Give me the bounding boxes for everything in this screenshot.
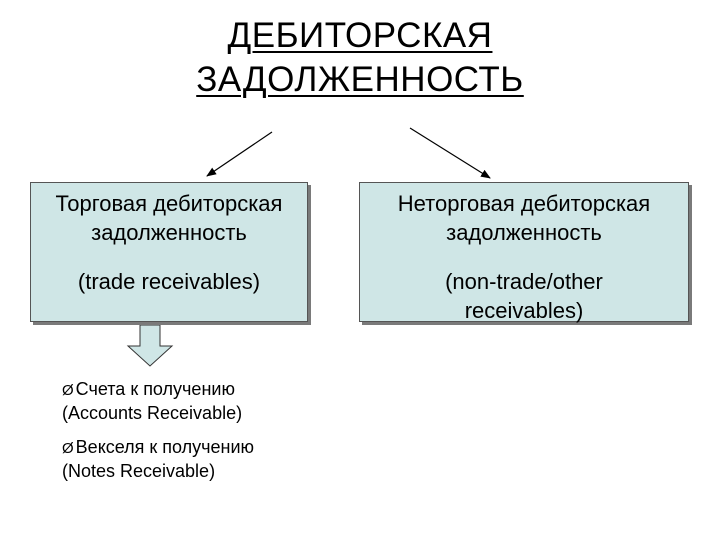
list-item-line-2: (Accounts Receivable): [62, 403, 243, 423]
arrow-to-left-box: [206, 131, 273, 177]
trade-receivables-box: Торговая дебиторская задолженность (trad…: [30, 182, 308, 322]
list-item-line-1: Векселя к получению: [75, 437, 255, 457]
diagram-title: ДЕБИТОРСКАЯ ЗАДОЛЖЕННОСТЬ: [0, 14, 720, 102]
right-box-title-line-1: Неторговая дебиторская: [397, 191, 651, 216]
right-box-subtitle-line-2: receivables): [464, 298, 584, 323]
right-box-title-line-2: задолженность: [446, 220, 602, 245]
list-item-line-2: (Notes Receivable): [62, 461, 216, 481]
right-box-subtitle-line-1: (non-trade/other: [445, 269, 603, 294]
block-down-arrow: [126, 324, 174, 367]
title-line-1: ДЕБИТОРСКАЯ: [227, 16, 493, 55]
arrow-bullet-icon: Ø: [62, 440, 74, 457]
title-line-2: ЗАДОЛЖЕННОСТЬ: [196, 60, 524, 99]
list-item-line-1: Счета к получению: [75, 379, 235, 399]
left-box-title-line-2: задолженность: [91, 220, 247, 245]
arrow-bullet-icon: Ø: [62, 382, 74, 399]
non-trade-receivables-box: Неторговая дебиторская задолженность (no…: [359, 182, 689, 323]
left-box-title-line-1: Торговая дебиторская: [55, 191, 283, 216]
left-box-subtitle: (trade receivables): [77, 269, 261, 294]
arrow-to-right-box: [409, 127, 491, 179]
